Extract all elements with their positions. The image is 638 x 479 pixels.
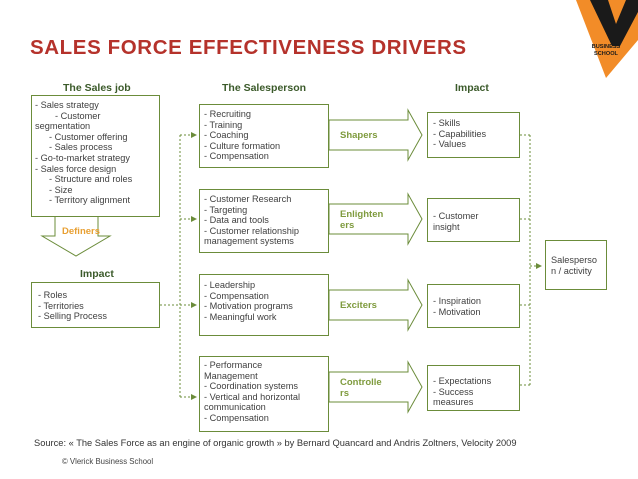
salesperson-item: - Meaningful work [204,311,277,322]
salesperson-item: Management [204,370,258,381]
salesperson-item: - Recruiting [204,109,251,119]
left-impact-item: - Selling Process [38,311,107,322]
driver-exciters: Exciters [340,300,377,311]
sales-job-box: - Sales strategy - Customer segmentation… [31,95,160,217]
impact-item: - Customer [433,211,479,221]
impact-item: - Success [433,386,474,397]
driver-enlighteners: Enlighteners [340,209,384,231]
salesperson-box-shapers: - Recruiting - Training - Coaching - Cul… [199,104,329,168]
impact-item: - Expectations [433,376,492,386]
header-sales-job: The Sales job [63,82,131,94]
left-impact-heading: Impact [80,268,114,280]
impact-item: - Values [433,139,467,150]
sales-job-item: - Territory alignment [49,195,131,206]
impact-box-exciters: - Inspiration - Motivation [427,284,520,328]
salesperson-box-enlighteners: - Customer Research - Targeting - Data a… [199,189,329,253]
header-impact: Impact [455,82,489,94]
salesperson-item: - Compensation [204,151,269,162]
salesperson-box-exciters: - Leadership - Compensation - Motivation… [199,274,329,336]
vlerick-logo: BUSINESS SCHOOL [568,0,638,78]
sales-job-item: - Sales process [49,142,113,153]
salesperson-item: - Coaching [204,130,249,141]
salesperson-item: - Data and tools [204,215,269,226]
copyright: © Vlerick Business School [62,457,154,466]
left-impact-item: - Territories [38,300,84,311]
definers-label: Definers [62,226,101,237]
salesperson-item: - Compensation [204,290,269,301]
salesperson-box-controllers: - Performance Management - Coordination … [199,356,329,432]
salesperson-item: - Targeting [204,204,248,215]
impact-box-controllers: - Expectations - Success measures [427,365,520,411]
impact-box-enlighteners: - Customer insight [427,198,520,242]
driver-controllers: Controllers [340,377,382,399]
sales-job-item: - Customer offering [49,131,128,142]
logo-v-mark [576,0,638,78]
salesperson-item: - Customer Research [204,194,292,204]
salesperson-item: - Leadership [204,280,256,290]
impact-item: insight [433,221,460,232]
impact-item: measures [433,397,474,408]
sales-job-item: - Structure and roles [49,174,133,185]
impact-item: - Capabilities [433,128,487,139]
page-title: SALES FORCE EFFECTIVENESS DRIVERS [30,36,467,59]
driver-shapers: Shapers [340,130,378,141]
impact-box-shapers: - Skills - Capabilities - Values [427,112,520,158]
sales-job-item: - Sales force design [35,163,117,174]
salesperson-activity-label: Salesperson / activity [551,255,597,276]
salesperson-item: - Culture formation [204,140,281,151]
impact-item: - Motivation [433,306,481,317]
impact-item: - Skills [433,118,461,128]
salesperson-item: - Vertical and horizontal [204,391,301,402]
salesperson-item: - Compensation [204,412,269,423]
logo-text: BUSINESS SCHOOL [591,44,621,57]
left-impact-item: - Roles [38,290,68,300]
salesperson-item: - Customer relationship [204,225,299,236]
sales-job-item: segmentation [35,121,91,132]
source-citation: Source: « The Sales Force as an engine o… [34,438,517,448]
sales-job-item: - Sales strategy [35,100,99,110]
left-impact-box: - Roles - Territories - Selling Process [31,282,160,328]
salesperson-item: communication [204,402,266,413]
salesperson-activity-box: Salesperson / activity [545,240,607,290]
salesperson-item: - Performance [204,360,263,370]
sales-job-item: - Customer [55,110,101,121]
impact-item: - Inspiration [433,296,482,306]
salesperson-item: - Training [204,119,243,130]
sales-job-item: - Size [49,184,73,195]
salesperson-item: - Motivation programs [204,301,293,312]
salesperson-item: - Coordination systems [204,381,298,392]
header-salesperson: The Salesperson [222,82,307,94]
sales-job-item: - Go-to-market strategy [35,152,130,163]
salesperson-item: management systems [204,236,294,247]
